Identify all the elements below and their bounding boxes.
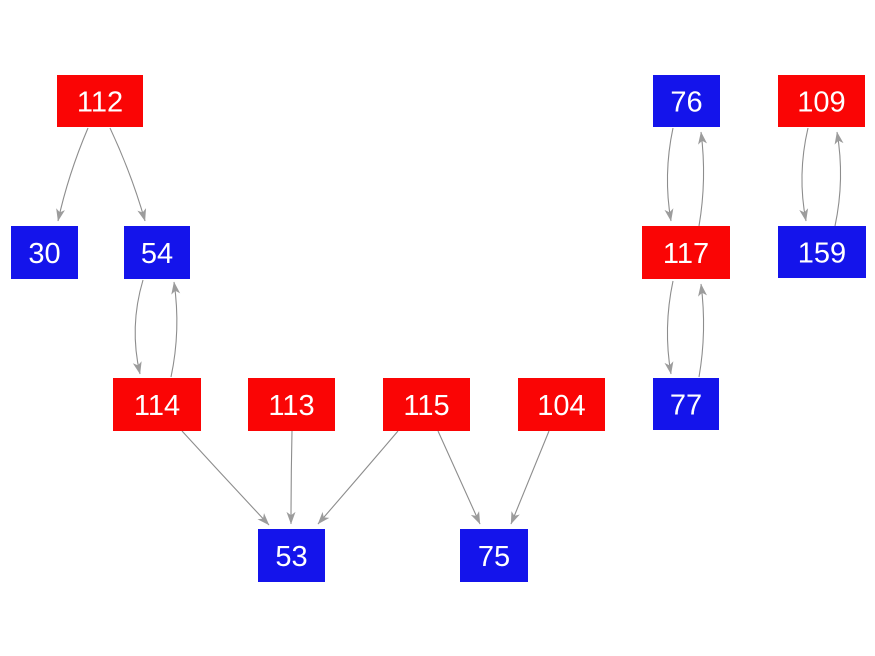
edge-109-to-159 — [799, 127, 809, 222]
node-box-114 — [113, 378, 201, 431]
node-box-112 — [57, 75, 143, 127]
node-label-117: 117 — [663, 238, 709, 270]
graph-node-30: 30 — [11, 226, 78, 279]
edge-77-to-117 — [698, 283, 707, 378]
graph-node-159: 159 — [778, 226, 866, 278]
node-box-75 — [460, 529, 528, 582]
graph-node-113: 113 — [248, 378, 335, 431]
graph-node-54: 54 — [124, 226, 190, 279]
graph-node-75: 75 — [460, 529, 528, 582]
node-label-75: 75 — [478, 541, 510, 573]
node-label-77: 77 — [670, 389, 702, 421]
node-label-159: 159 — [798, 237, 846, 269]
edge-54-to-114 — [132, 279, 144, 375]
node-box-109 — [778, 75, 865, 127]
node-label-113: 113 — [268, 390, 314, 422]
node-label-53: 53 — [275, 541, 307, 573]
edge-117-to-76 — [698, 131, 707, 227]
node-layer: 112 30 54 114 113 115 104 53 75 76 117 77 109 159 — [11, 75, 866, 582]
node-box-104 — [518, 378, 605, 431]
edge-115-to-53 — [317, 430, 399, 525]
graph-node-112: 112 — [57, 75, 143, 127]
node-label-115: 115 — [403, 390, 449, 422]
graph-node-114: 114 — [113, 378, 201, 431]
node-label-114: 114 — [134, 390, 180, 422]
node-box-76 — [653, 75, 720, 127]
node-box-159 — [778, 226, 866, 278]
edge-104-to-75 — [510, 430, 550, 525]
edge-layer — [56, 127, 844, 526]
node-label-30: 30 — [28, 238, 60, 270]
edge-112-to-30 — [56, 127, 89, 222]
edge-115-to-75 — [437, 430, 481, 525]
node-label-109: 109 — [797, 86, 845, 118]
edge-117-to-77 — [664, 280, 674, 375]
edge-159-to-109 — [834, 131, 844, 227]
node-box-53 — [258, 529, 325, 582]
node-box-77 — [653, 378, 719, 430]
node-box-113 — [248, 378, 335, 431]
node-label-112: 112 — [77, 86, 123, 118]
graph-node-77: 77 — [653, 378, 719, 430]
edge-76-to-117 — [664, 127, 674, 222]
node-box-30 — [11, 226, 78, 279]
node-box-117 — [642, 226, 730, 279]
graph-node-117: 117 — [642, 226, 730, 279]
node-label-54: 54 — [141, 238, 173, 270]
graph-node-115: 115 — [383, 378, 470, 431]
graph-node-53: 53 — [258, 529, 325, 582]
edge-113-to-53 — [286, 430, 296, 525]
edge-114-to-54 — [170, 281, 181, 378]
node-box-54 — [124, 226, 190, 279]
edge-114-to-53 — [181, 430, 270, 526]
node-label-104: 104 — [537, 390, 585, 422]
node-box-115 — [383, 378, 470, 431]
node-label-76: 76 — [670, 86, 702, 118]
edge-112-to-54 — [109, 127, 147, 222]
graph-node-104: 104 — [518, 378, 605, 431]
graph-node-76: 76 — [653, 75, 720, 127]
graph-node-109: 109 — [778, 75, 865, 127]
